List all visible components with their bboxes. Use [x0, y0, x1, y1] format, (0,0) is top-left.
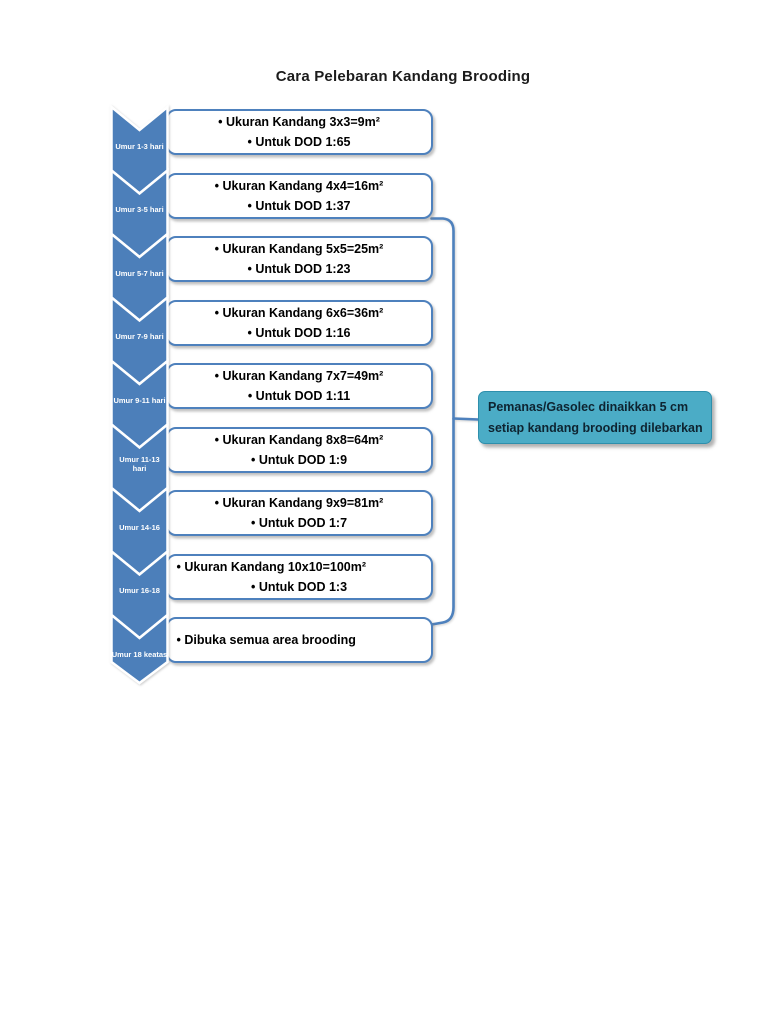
age-label-3: Umur 5-7 hari — [115, 268, 164, 278]
bracket-line — [430, 217, 455, 626]
step-text: • Ukuran Kandang 10x10=100m² — [176, 559, 367, 574]
age-label-1: Umur 1-3 hari — [115, 141, 164, 151]
step-text: • Untuk DOD 1:7 — [250, 516, 348, 530]
callout-text: setiap kandang brooding dilebarkan — [488, 421, 703, 435]
step-box-9: • Dibuka semua area brooding — [165, 617, 433, 663]
step-box-5: • Ukuran Kandang 7x7=49m² • Untuk DOD 1:1… — [165, 363, 433, 409]
page-title: Cara Pelebaran Kandang Brooding — [275, 68, 531, 85]
step-box-6: • Ukuran Kandang 8x8=64m² • Untuk DOD 1:9 — [165, 426, 433, 473]
step-box-1: • Ukuran Kandang 3x3=9m² • Untuk DOD 1:65 — [165, 109, 433, 155]
step-text: • Ukuran Kandang 4x4=16m² — [214, 178, 384, 193]
step-text: • Ukuran Kandang 6x6=36m² — [214, 305, 384, 320]
step-text: • Ukuran Kandang 5x5=25m² — [214, 242, 384, 256]
step-box-4: • Ukuran Kandang 6x6=36m² • Untuk DOD 1:1… — [165, 299, 433, 346]
step-text: • Untuk DOD 1:11 — [247, 389, 351, 403]
step-text: • Untuk DOD 1:65 — [247, 135, 351, 149]
callout: Pemanas/Gasolec dinaikkan 5 cm setiap ka… — [478, 391, 712, 444]
step-text: • Ukuran Kandang 9x9=81m² — [214, 496, 384, 510]
age-label-6: Umur 11-13 hari — [119, 454, 160, 473]
age-label-7: Umur 14-16 — [119, 522, 160, 532]
step-text: • Untuk DOD 1:16 — [247, 325, 351, 340]
age-label-5: Umur 9-11 hari — [113, 395, 166, 405]
age-label-8: Umur 16-18 — [119, 586, 160, 595]
step-box-2: • Ukuran Kandang 4x4=16m² • Untuk DOD 1:3… — [165, 172, 433, 219]
step-text: • Dibuka semua area brooding — [176, 633, 356, 647]
step-text: • Untuk DOD 1:23 — [247, 262, 351, 276]
step-box-3: • Ukuran Kandang 5x5=25m² • Untuk DOD 1:2… — [165, 236, 433, 282]
age-label-9: Umur 18 keatas — [111, 649, 168, 659]
step-text: • Ukuran Kandang 3x3=9m² — [218, 115, 380, 129]
step-text: • Ukuran Kandang 7x7=49m² — [214, 369, 384, 383]
step-text: • Untuk DOD 1:37 — [247, 198, 351, 213]
age-label-2: Umur 3-5 hari — [115, 205, 164, 214]
step-box-7: • Ukuran Kandang 9x9=81m² • Untuk DOD 1:7 — [165, 490, 433, 536]
step-box-8: • Ukuran Kandang 10x10=100m² • Untuk DOD … — [165, 553, 433, 600]
bracket-stub — [452, 417, 480, 421]
step-text: • Ukuran Kandang 8x8=64m² — [214, 432, 384, 447]
age-label-4: Umur 7-9 hari — [115, 332, 164, 341]
step-text: • Untuk DOD 1:3 — [250, 579, 348, 594]
step-text: • Untuk DOD 1:9 — [250, 452, 348, 467]
callout-text: Pemanas/Gasolec dinaikkan 5 cm — [488, 400, 689, 414]
